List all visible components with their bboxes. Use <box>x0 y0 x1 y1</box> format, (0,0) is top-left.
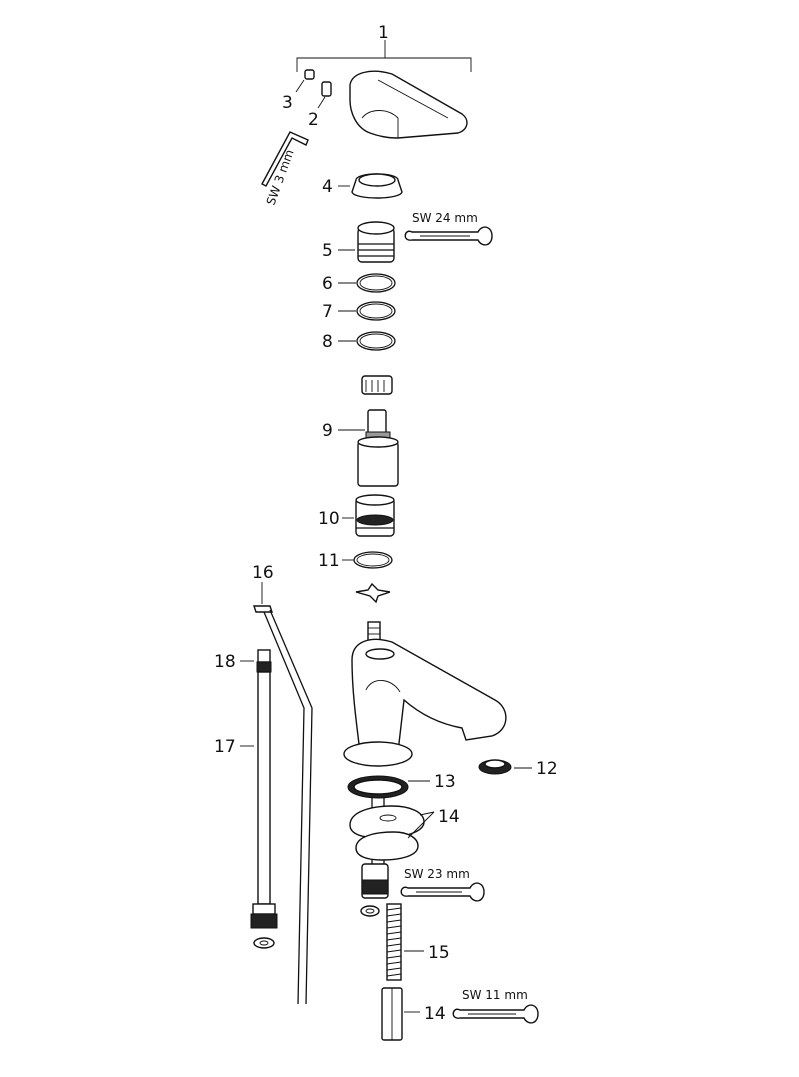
wrench-sw23-label: SW 23 mm <box>404 867 470 881</box>
part-13-seal: 13 <box>347 772 456 799</box>
handle-lever <box>349 70 468 139</box>
callout-6: 6 <box>322 274 333 294</box>
callout-14a: 14 <box>438 807 460 827</box>
callout-5: 5 <box>322 241 333 261</box>
part-12-aerator: 12 <box>478 759 558 779</box>
part-11-o-ring: 11 <box>318 551 393 571</box>
callout-8: 8 <box>322 332 333 352</box>
part-14-hex-sleeve: 14 <box>381 987 446 1041</box>
callout-11: 11 <box>318 551 340 571</box>
callout-10: 10 <box>318 509 340 529</box>
part-3-grub-screw: 3 <box>282 69 315 113</box>
part-10-valve: 10 <box>318 494 395 537</box>
part-4-cover-cap: 4 <box>322 173 403 199</box>
callout-12: 12 <box>536 759 558 779</box>
callout-1: 1 <box>378 23 389 43</box>
part-9-cartridge: 9 <box>322 375 399 487</box>
part-15-threaded-stud: 15 <box>386 903 450 981</box>
wrench-sw24-label: SW 24 mm <box>412 211 478 225</box>
part-7-o-ring: 7 <box>322 301 396 322</box>
callout-18: 18 <box>214 652 236 672</box>
callout-9: 9 <box>322 421 333 441</box>
callout-7: 7 <box>322 302 333 322</box>
part-16-pull-rod: 16 <box>252 563 313 1005</box>
callout-4: 4 <box>322 177 333 197</box>
retaining-clip <box>355 582 391 604</box>
callout-3: 3 <box>282 93 293 113</box>
allen-key: SW 3 mm <box>261 131 309 207</box>
callout-2: 2 <box>308 110 319 130</box>
callout-13: 13 <box>434 772 456 792</box>
part-17-18-flex-hose: 18 17 <box>214 649 278 949</box>
part-8-o-ring: 8 <box>322 331 396 352</box>
fixing-nut <box>360 863 389 917</box>
part-14-mounting-plates: 14 <box>349 798 460 870</box>
part-2-pin: 2 <box>308 81 332 130</box>
part-5-cartridge-nut: 5 <box>322 221 395 263</box>
callout-14b: 14 <box>424 1004 446 1024</box>
wrench-sw11: SW 11 mm <box>452 988 539 1024</box>
part-1-handle-group: 1 <box>296 23 472 72</box>
wrench-sw23: SW 23 mm <box>400 867 485 902</box>
mixer-body <box>343 621 507 767</box>
callout-17: 17 <box>214 737 236 757</box>
callout-16: 16 <box>252 563 274 583</box>
part-6-o-ring: 6 <box>322 273 396 294</box>
callout-15: 15 <box>428 943 450 963</box>
wrench-sw24: SW 24 mm <box>404 211 493 246</box>
wrench-sw11-label: SW 11 mm <box>462 988 528 1002</box>
